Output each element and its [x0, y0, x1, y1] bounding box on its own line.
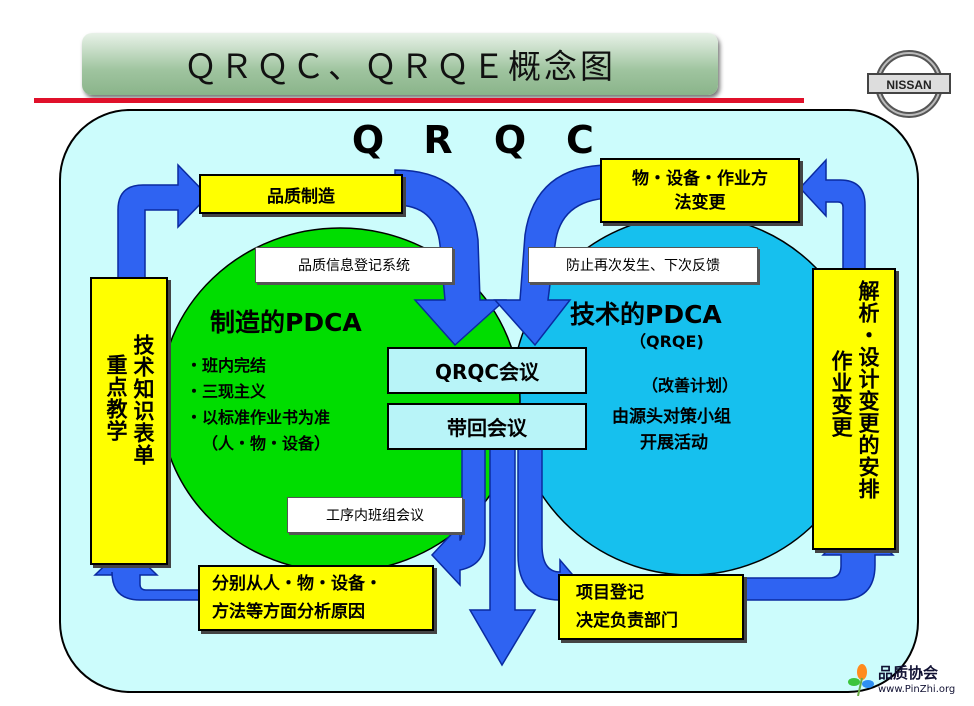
- bring-back-meeting-label: 带回会议: [447, 416, 527, 440]
- nissan-logo-icon: NISSAN: [867, 50, 951, 118]
- flower-icon: [848, 664, 874, 696]
- left-bullet-2: ・三现主义: [186, 382, 267, 401]
- watermark: 品质协会 www.PinZhi.org: [848, 662, 968, 702]
- qrqc-letter-q2: Q: [493, 118, 527, 162]
- analysis-box-line2: 方法等方面分析原因: [212, 602, 365, 622]
- quality-making-label: 品质制造: [267, 186, 335, 207]
- watermark-url: www.PinZhi.org: [878, 684, 956, 695]
- change-box: 物・设备・作业方 法变更: [600, 158, 800, 223]
- bring-back-meeting-box: 带回会议: [387, 403, 587, 450]
- right-circle-heading: 技术的PDCA: [570, 300, 722, 329]
- quality-making-box: 品质制造: [199, 174, 403, 214]
- right-circle-plan: （改善计划）: [642, 376, 739, 395]
- project-box-line1: 项目登记: [576, 583, 644, 603]
- right-vertical-text-2: 作业变更: [829, 350, 853, 438]
- change-box-line2: 法变更: [674, 192, 726, 213]
- project-box: 项目登记 决定负责部门: [558, 574, 744, 640]
- bring-back-left-arrow: [430, 447, 486, 587]
- right-vertical-box: 解析・设计变更的安排 作业变更: [812, 268, 896, 550]
- process-meeting-box: 工序内班组会议: [287, 497, 463, 533]
- qrqc-letter-r: R: [423, 118, 453, 162]
- left-vertical-text-1: 技术知识表单: [131, 334, 155, 466]
- qrqc-meeting-box: QRQC会议: [387, 347, 587, 394]
- qrqc-letter-q1: Q: [351, 118, 385, 162]
- left-circle-heading: 制造的PDCA: [210, 308, 362, 337]
- prevent-feedback-label: 防止再次发生、下次反馈: [566, 258, 720, 274]
- qrqc-letter-c: C: [566, 118, 594, 162]
- analysis-box-line1: 分别从人・物・设备・: [212, 574, 382, 594]
- change-box-line1: 物・设备・作业方: [632, 168, 768, 189]
- bring-back-center-arrow: [468, 447, 537, 667]
- title-underline: [34, 98, 804, 103]
- right-loop-arrow: [798, 158, 866, 271]
- info-register-box: 品质信息登记系统: [255, 247, 453, 283]
- right-circle-activity-1: 由源头对策小组: [612, 407, 731, 427]
- page-title: ＱＲＱＣ、ＱＲＱＥ概念图: [82, 33, 718, 95]
- left-bullet-3: ・以标准作业书为准: [186, 408, 331, 427]
- prevent-feedback-box: 防止再次发生、下次反馈: [528, 247, 758, 283]
- analysis-box: 分别从人・物・设备・ 方法等方面分析原因: [198, 565, 434, 631]
- project-box-line2: 决定负责部门: [576, 611, 678, 631]
- left-vertical-text-2: 重点教学: [104, 354, 128, 442]
- nissan-logo-text: NISSAN: [886, 78, 931, 92]
- qrqc-meeting-label: QRQC会议: [434, 360, 540, 384]
- left-vertical-box: 技术知识表单 重点教学: [90, 277, 168, 565]
- process-meeting-label: 工序内班组会议: [326, 508, 424, 524]
- nissan-logo: NISSAN: [866, 50, 952, 118]
- left-bullet-sub: （人・物・设备）: [202, 434, 331, 453]
- right-vertical-text-1: 解析・设计变更的安排: [856, 280, 880, 500]
- left-bullet-1: ・班内完结: [186, 356, 267, 375]
- right-circle-sub: （QRQE): [630, 332, 704, 351]
- right-circle-activity-2: 开展活动: [640, 433, 708, 453]
- info-register-label: 品质信息登记系统: [298, 258, 410, 274]
- left-circle-bullets: ・班内完结 ・三现主义 ・以标准作业书为准 （人・物・设备）: [186, 353, 330, 457]
- watermark-name: 品质协会: [878, 664, 939, 682]
